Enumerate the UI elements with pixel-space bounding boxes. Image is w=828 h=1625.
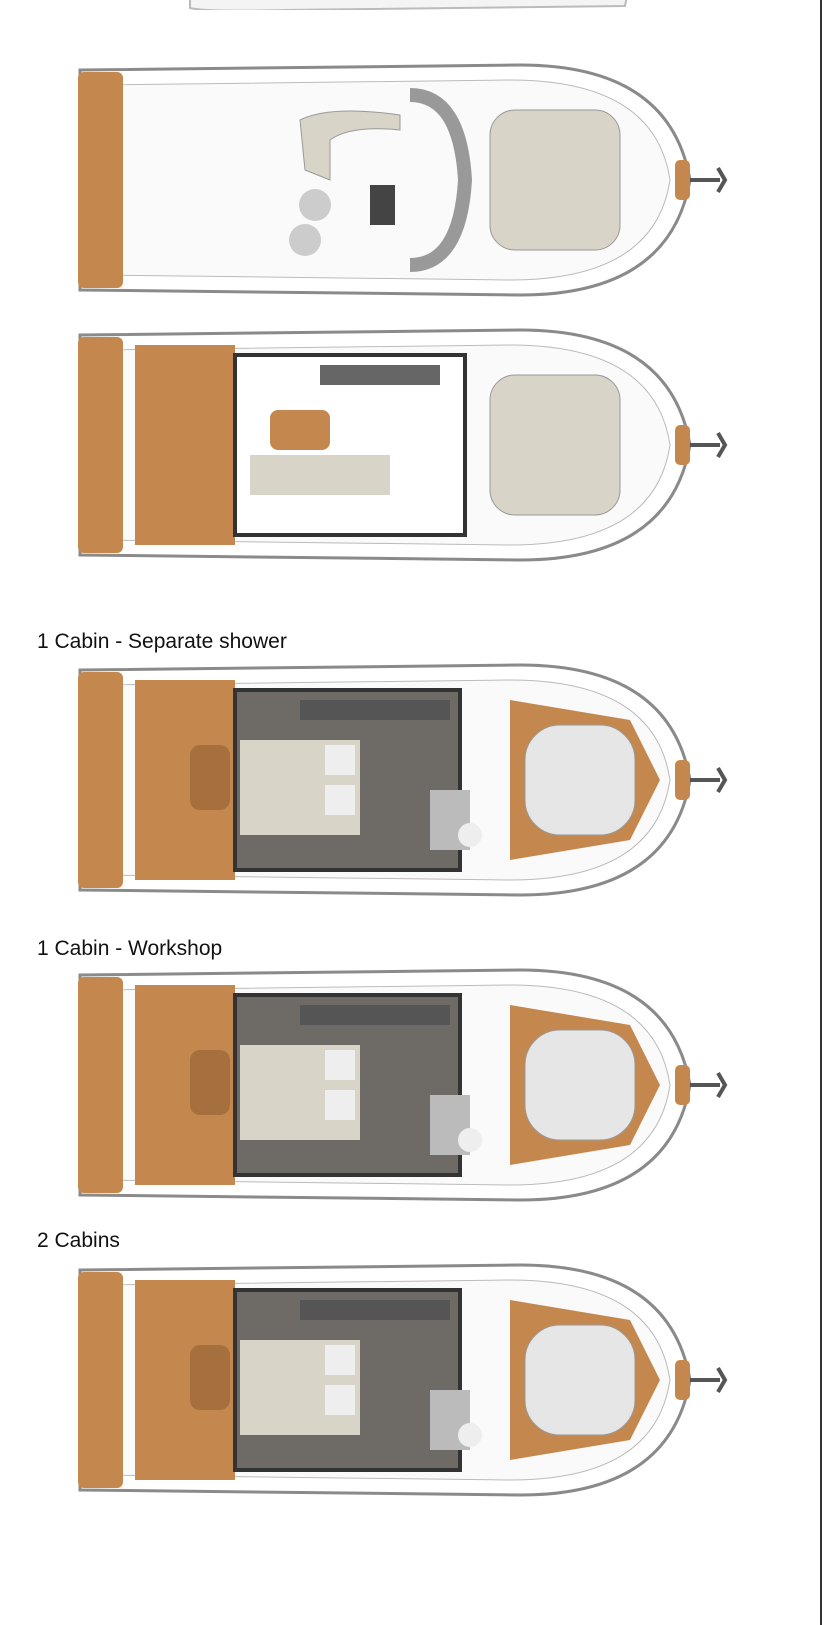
one-cabin-workshop-plan <box>70 965 740 1205</box>
main-deck-plan <box>70 325 740 565</box>
layout-label: 1 Cabin - Workshop <box>37 937 223 960</box>
page-border <box>820 0 822 1625</box>
two-cabins-plan <box>70 1260 740 1500</box>
boat-layout-drawing <box>78 968 728 1202</box>
boat-layout-drawing <box>78 1263 728 1497</box>
flybridge-deck-plan <box>70 60 740 300</box>
layout-label: 2 Cabins <box>37 1229 120 1252</box>
boat-layout-drawing <box>78 63 728 297</box>
partial-boat-drawing <box>189 0 628 10</box>
layout-label: 1 Cabin - Separate shower <box>37 630 287 653</box>
boat-layout-drawing <box>78 328 728 562</box>
one-cabin-separate-shower-plan <box>70 660 740 900</box>
boat-layout-drawing <box>78 663 728 897</box>
